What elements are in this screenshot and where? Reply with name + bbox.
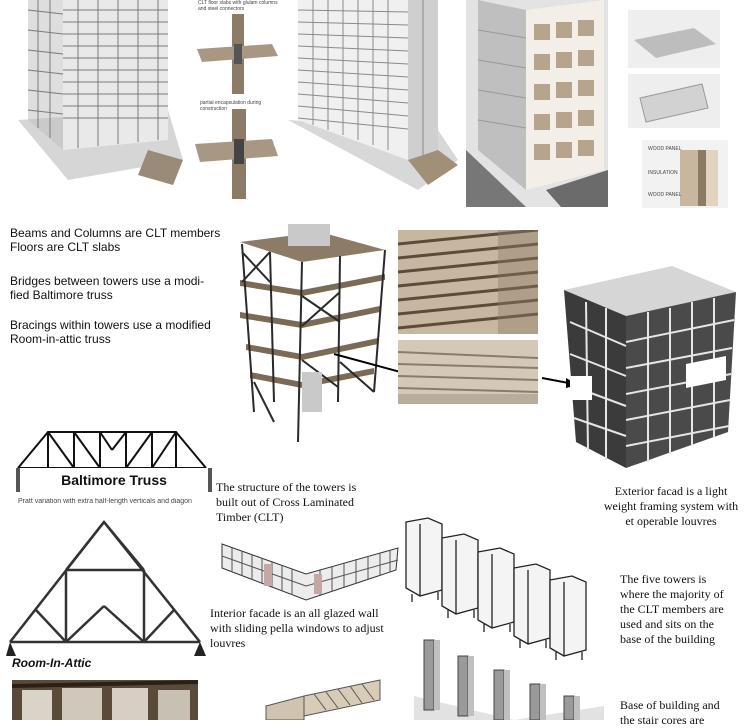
clt-text-line-3: Timber (CLT): [216, 510, 284, 524]
partial-encapsulation-label: partial encapsulation during constructio…: [200, 100, 262, 112]
interior-text-line-1: Interior facade is an all glazed wall: [210, 606, 379, 620]
wood-panel-label-1: WOOD PANEL: [648, 146, 682, 152]
note-bridges-cont: fied Baltimore truss: [10, 288, 113, 302]
clt-floor-slabs-label: CLT floor slabs with glulam columns and …: [198, 0, 278, 12]
towers-text-line-3: the CLT members are: [620, 602, 724, 616]
structure-notes: Beams and Columns are CLT members Floors…: [10, 226, 240, 346]
wood-panel-label-2: WOOD PANEL: [648, 192, 682, 198]
louvre-photo: [398, 230, 538, 334]
five-towers-diagram: [404, 514, 594, 664]
wall-assembly-details: WOOD PANEL INSULATION WOOD PANEL: [624, 0, 734, 210]
baltimore-truss-diagram: [12, 428, 212, 470]
clt-structure-text: The structure of the towers is built out…: [216, 480, 416, 525]
towers-text-line-1: The five towers is: [620, 572, 707, 586]
interior-glazed-wall-diagram: [220, 540, 400, 602]
exterior-facade-text: Exterior facad is a light weight framing…: [598, 484, 744, 529]
bridge-truss-sketch: [264, 676, 384, 720]
note-bracings-cont: Room-in-attic truss: [10, 332, 111, 346]
five-towers-text: The five towers is where the majority of…: [620, 572, 746, 647]
clt-text-line-1: The structure of the towers is: [216, 480, 357, 494]
baltimore-truss-subtitle: Pratt variation with extra half-length v…: [18, 498, 192, 505]
interior-facade-text: Interior facade is an all glazed wall wi…: [210, 606, 410, 651]
note-bridges: Bridges between towers use a modi-: [10, 274, 205, 288]
exterior-text-line-1: Exterior facad is a light: [614, 484, 728, 498]
note-floors: Floors are CLT slabs: [10, 240, 121, 254]
room-in-attic-truss-diagram: [6, 516, 206, 658]
base-stair-cores-diagram: [414, 636, 604, 720]
clt-tower-frame: [240, 222, 388, 444]
exterior-text-line-2: weight framing system with: [603, 499, 739, 513]
tower-frame-model-2: [288, 0, 458, 200]
clt-text-line-2: built out of Cross Laminated: [216, 495, 354, 509]
baltimore-truss-title: Baltimore Truss: [61, 472, 167, 488]
base-text-line-2: the stair cores are: [620, 713, 705, 727]
room-in-attic-title: Room-In-Attic: [12, 656, 92, 670]
note-bracings: Bracings within towers use a modified: [10, 318, 211, 332]
base-text-line-1: Base of building and: [620, 698, 720, 712]
baltimore-title-box: Baltimore Truss: [16, 468, 212, 492]
exterior-facade-render: [560, 262, 740, 468]
tower-frame-model-1: [8, 0, 186, 200]
interior-photo: [12, 680, 198, 720]
insulation-label: INSULATION: [648, 170, 678, 176]
tower-render: [466, 0, 608, 207]
exterior-text-line-3: et operable louvres: [625, 514, 717, 528]
interior-text-line-3: louvres: [210, 636, 246, 650]
interior-text-line-2: with sliding pella windows to adjust: [210, 621, 384, 635]
towers-text-line-2: where the majority of: [620, 587, 724, 601]
towers-text-line-5: base of the building: [620, 632, 715, 646]
connector-details: CLT floor slabs with glulam columns and …: [192, 0, 280, 205]
note-beams-columns: Beams and Columns are CLT members: [10, 226, 221, 240]
clt-panel-photo: [398, 340, 538, 404]
towers-text-line-4: used and sits on the: [620, 617, 714, 631]
base-building-text: Base of building and the stair cores are: [620, 698, 746, 728]
